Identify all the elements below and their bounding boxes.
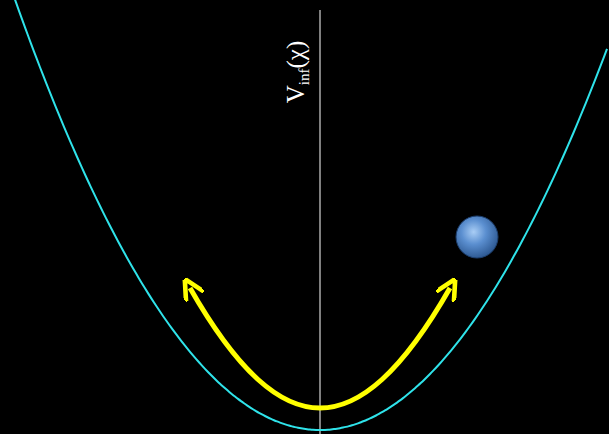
axis-label: Vinf(χ) [283,41,312,103]
ball [456,216,498,258]
potential-curve [10,0,607,430]
axis-line [320,10,321,434]
axis-symbol: V [282,85,309,103]
axis-argument: (χ) [282,41,309,69]
axis-subscript: inf [297,69,313,86]
oscillation-arrow [190,288,450,408]
